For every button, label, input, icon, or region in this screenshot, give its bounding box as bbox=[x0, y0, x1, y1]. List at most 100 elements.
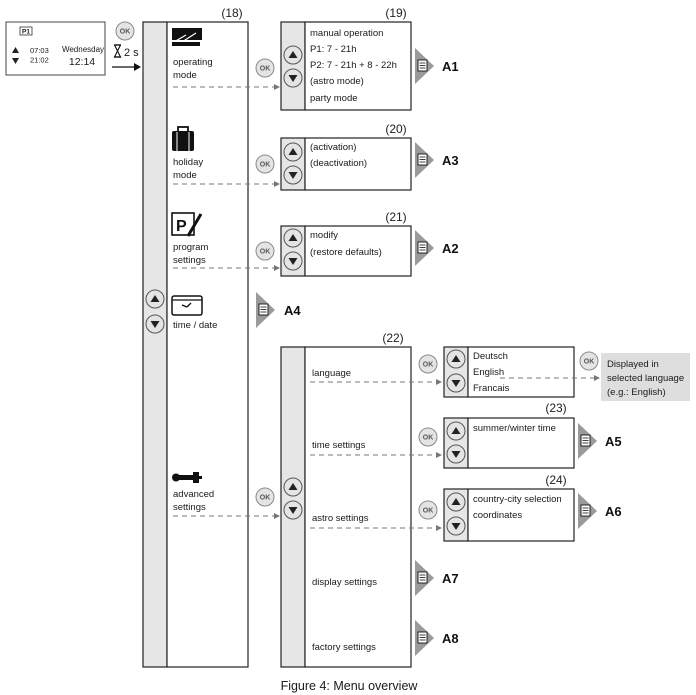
advanced-menu-number: (22) bbox=[382, 331, 403, 345]
doc-ref-a8: A8 bbox=[415, 620, 459, 656]
astro-item-coordinates[interactable]: coordinates bbox=[473, 510, 522, 521]
program-edit-icon: P bbox=[171, 212, 203, 237]
main-menu-number: (18) bbox=[221, 6, 242, 20]
svg-text:A1: A1 bbox=[442, 59, 459, 74]
operating-item-p1[interactable]: P1: 7 - 21h bbox=[310, 44, 356, 55]
program-menu-number: (21) bbox=[385, 210, 406, 224]
main-item-advanced-line2[interactable]: settings bbox=[173, 502, 206, 513]
off-time: 21:02 bbox=[30, 56, 49, 65]
holiday-item-deactivation[interactable]: (deactivation) bbox=[310, 158, 367, 169]
operating-item-party[interactable]: party mode bbox=[310, 93, 358, 104]
doc-ref-a1: A1 bbox=[415, 48, 459, 84]
program-item-restore[interactable]: (restore defaults) bbox=[310, 247, 382, 258]
svg-text:OK: OK bbox=[120, 29, 131, 36]
suitcase-icon bbox=[172, 126, 194, 151]
time-settings-down-button[interactable] bbox=[446, 444, 466, 464]
language-item-deutsch[interactable]: Deutsch bbox=[473, 351, 508, 362]
main-item-operating-mode-line2[interactable]: mode bbox=[173, 70, 197, 81]
document-icon bbox=[417, 631, 428, 644]
doc-ref-a4: A4 bbox=[256, 292, 301, 328]
clock-calendar-icon bbox=[171, 295, 203, 316]
svg-text:A8: A8 bbox=[442, 631, 459, 646]
language-menu-box bbox=[467, 346, 575, 398]
main-item-program-line2[interactable]: settings bbox=[173, 255, 206, 266]
astro-down-button[interactable] bbox=[446, 516, 466, 536]
operating-up-button[interactable] bbox=[283, 45, 303, 65]
svg-text:OK: OK bbox=[423, 508, 434, 515]
holiday-item-activation[interactable]: (activation) bbox=[310, 142, 356, 153]
main-item-operating-mode-line1[interactable]: operating bbox=[173, 57, 213, 68]
language-item-francais[interactable]: Francais bbox=[473, 383, 510, 394]
time-settings-menu-box bbox=[467, 417, 575, 469]
language-note-line1: Displayed in bbox=[607, 359, 659, 370]
language-item-english[interactable]: English bbox=[473, 367, 504, 378]
on-time: 07:03 bbox=[30, 46, 49, 55]
doc-ref-a5: A5 bbox=[578, 423, 622, 459]
advanced-item-display-settings[interactable]: display settings bbox=[312, 577, 377, 588]
program-up-button[interactable] bbox=[283, 228, 303, 248]
main-up-button[interactable] bbox=[145, 289, 165, 309]
svg-text:A5: A5 bbox=[605, 434, 622, 449]
main-item-program-line1[interactable]: program bbox=[173, 242, 208, 253]
time-settings-up-button[interactable] bbox=[446, 421, 466, 441]
svg-text:OK: OK bbox=[260, 495, 271, 502]
operating-item-astro[interactable]: (astro mode) bbox=[310, 76, 364, 87]
figure-caption: Figure 4: Menu overview bbox=[281, 679, 419, 693]
language-down-button[interactable] bbox=[446, 373, 466, 393]
ok-button-advanced[interactable]: OK bbox=[255, 487, 275, 507]
operating-down-button[interactable] bbox=[283, 68, 303, 88]
holiday-up-button[interactable] bbox=[283, 142, 303, 162]
doc-ref-a7: A7 bbox=[415, 560, 459, 596]
program-down-button[interactable] bbox=[283, 251, 303, 271]
ok-button-language[interactable]: OK bbox=[418, 354, 438, 374]
advanced-item-language[interactable]: language bbox=[312, 368, 351, 379]
hourglass-icon bbox=[113, 44, 122, 58]
program-item-modify[interactable]: modify bbox=[310, 230, 338, 241]
svg-text:OK: OK bbox=[423, 362, 434, 369]
document-icon bbox=[580, 504, 591, 517]
program-menu-box bbox=[304, 225, 412, 277]
ok-button-language-confirm[interactable]: OK bbox=[579, 351, 599, 371]
main-item-holiday-line2[interactable]: mode bbox=[173, 170, 197, 181]
language-note-line2: selected language bbox=[607, 373, 684, 384]
astro-menu-number: (24) bbox=[545, 473, 566, 487]
up-triangle-icon bbox=[12, 47, 19, 53]
advanced-menu-box bbox=[304, 346, 412, 668]
operating-mode-icon bbox=[172, 28, 202, 46]
advanced-down-button[interactable] bbox=[283, 500, 303, 520]
holiday-menu-box bbox=[304, 137, 412, 191]
advanced-up-button[interactable] bbox=[283, 477, 303, 497]
main-item-time-date[interactable]: time / date bbox=[173, 320, 217, 331]
document-icon bbox=[580, 434, 591, 447]
ok-button-holiday[interactable]: OK bbox=[255, 154, 275, 174]
weekday: Wednesday bbox=[62, 45, 104, 54]
svg-text:OK: OK bbox=[260, 162, 271, 169]
time-settings-item-summer-winter[interactable]: summer/winter time bbox=[473, 423, 556, 434]
operating-item-manual[interactable]: manual operation bbox=[310, 28, 383, 39]
holiday-down-button[interactable] bbox=[283, 165, 303, 185]
ok-button-astro-settings[interactable]: OK bbox=[418, 500, 438, 520]
operating-menu-number: (19) bbox=[385, 6, 406, 20]
advanced-item-astro-settings[interactable]: astro settings bbox=[312, 513, 369, 524]
ok-button-operating[interactable]: OK bbox=[255, 58, 275, 78]
ok-button-program[interactable]: OK bbox=[255, 241, 275, 261]
operating-item-p2[interactable]: P2: 7 - 21h + 8 - 22h bbox=[310, 60, 397, 71]
astro-item-country-city[interactable]: country-city selection bbox=[473, 494, 562, 505]
ok-button-main[interactable]: OK bbox=[115, 21, 135, 41]
main-item-holiday-line1[interactable]: holiday bbox=[173, 157, 203, 168]
doc-ref-a2: A2 bbox=[415, 230, 459, 266]
holiday-menu-number: (20) bbox=[385, 122, 406, 136]
main-down-button[interactable] bbox=[145, 314, 165, 334]
enter-arrow-icon bbox=[134, 63, 141, 71]
ok-button-time-settings[interactable]: OK bbox=[418, 427, 438, 447]
advanced-item-time-settings[interactable]: time settings bbox=[312, 440, 366, 451]
wrench-icon bbox=[172, 472, 202, 483]
main-item-advanced-line1[interactable]: advanced bbox=[173, 489, 214, 500]
astro-up-button[interactable] bbox=[446, 492, 466, 512]
svg-text:OK: OK bbox=[584, 359, 595, 366]
document-icon bbox=[258, 303, 269, 316]
language-up-button[interactable] bbox=[446, 349, 466, 369]
advanced-item-factory-settings[interactable]: factory settings bbox=[312, 642, 376, 653]
device-display: P1 07:03 21:02 Wednesday 12:14 bbox=[5, 21, 106, 76]
